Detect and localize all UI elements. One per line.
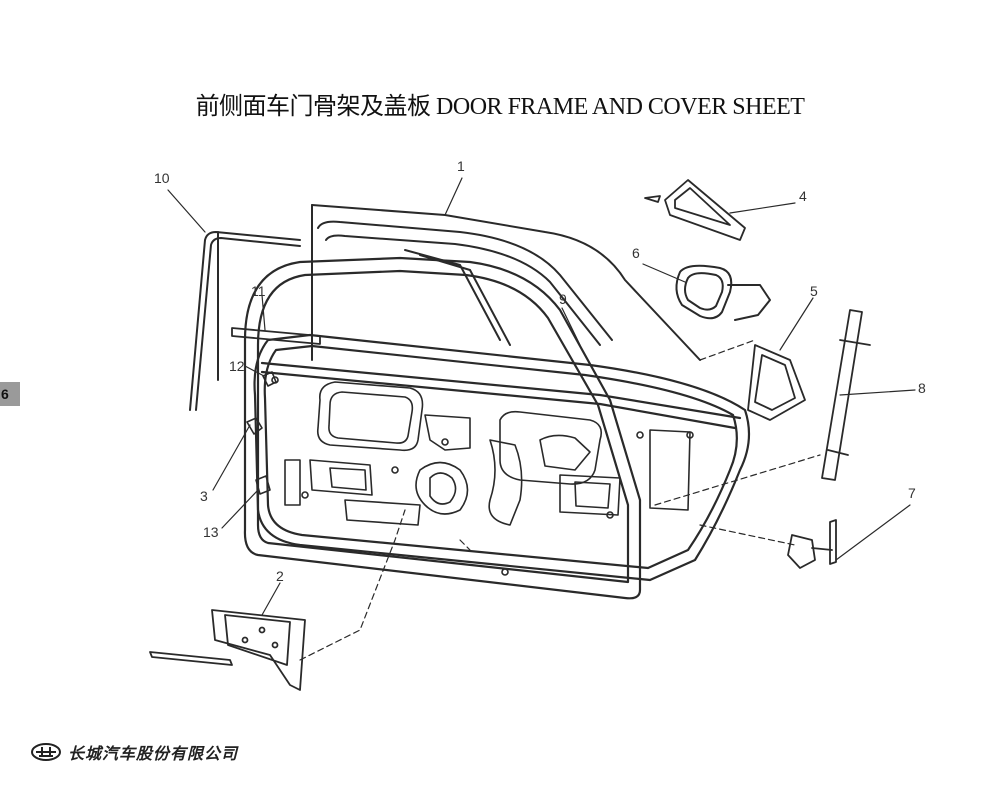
callout-13: 13	[203, 524, 219, 540]
callout-1: 1	[457, 158, 465, 174]
leader-lines	[167, 177, 916, 616]
part-11-strip	[231, 327, 321, 345]
callout-3: 3	[200, 488, 208, 504]
connector-lines	[299, 339, 821, 661]
callout-12: 12	[229, 358, 245, 374]
great-wall-logo-icon	[31, 743, 61, 761]
part-10-belt-molding	[189, 231, 301, 411]
page-number-tab: 6	[0, 382, 20, 406]
panel-cutouts	[271, 376, 694, 576]
part-6-mirror	[675, 264, 771, 321]
brand-footer: 长城汽车股份有限公司	[30, 740, 238, 764]
callout-6: 6	[632, 245, 640, 261]
door-inner-panel	[253, 333, 751, 582]
part-7-door-lock	[787, 519, 837, 569]
page-title: 前侧面车门骨架及盖板 DOOR FRAME AND COVER SHEET	[195, 94, 805, 120]
callout-2: 2	[276, 568, 284, 584]
callout-9: 9	[559, 291, 567, 307]
part-8-window-regulator-rail	[821, 309, 871, 481]
callout-7: 7	[908, 485, 916, 501]
part-5-regulator	[747, 344, 806, 421]
part-9-door-seal	[243, 256, 642, 600]
part-1-window-frame	[311, 204, 701, 361]
callout-5: 5	[810, 283, 818, 299]
callout-4: 4	[799, 188, 807, 204]
small-clips	[246, 371, 277, 495]
callout-10: 10	[154, 170, 170, 186]
part-4-mirror-cover	[644, 179, 746, 241]
callout-11: 11	[251, 283, 266, 299]
part-2-hinge-bracket	[149, 609, 306, 691]
brand-name: 长城汽车股份有限公司	[68, 744, 239, 763]
callout-8: 8	[918, 380, 926, 396]
